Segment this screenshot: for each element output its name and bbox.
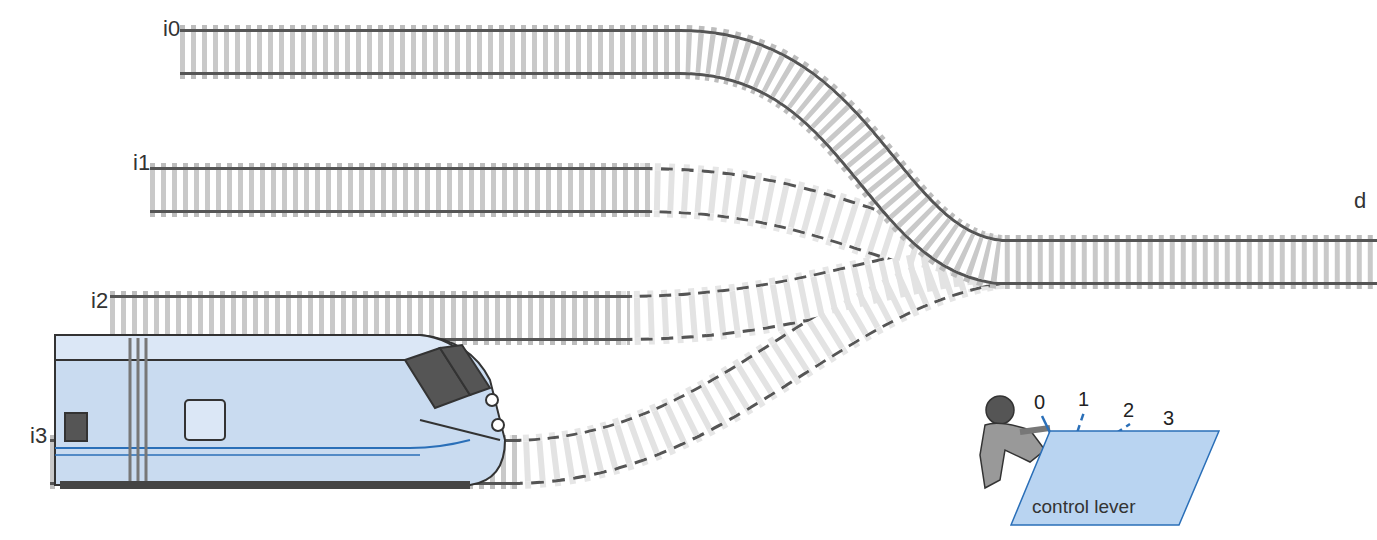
output-label: d bbox=[1354, 190, 1366, 212]
input-label: i0 bbox=[163, 18, 180, 40]
lever-position-number: 3 bbox=[1163, 408, 1174, 428]
input-label: i1 bbox=[133, 152, 150, 174]
lever-position-number: 2 bbox=[1123, 400, 1134, 420]
lever-position-number: 0 bbox=[1034, 392, 1045, 412]
input-label: i2 bbox=[91, 290, 108, 312]
train bbox=[55, 335, 505, 485]
control-plate: control lever bbox=[1010, 430, 1220, 526]
plate-label: control lever bbox=[1032, 496, 1136, 518]
lever-position-number: 1 bbox=[1078, 389, 1089, 409]
input-label: i3 bbox=[30, 425, 47, 447]
